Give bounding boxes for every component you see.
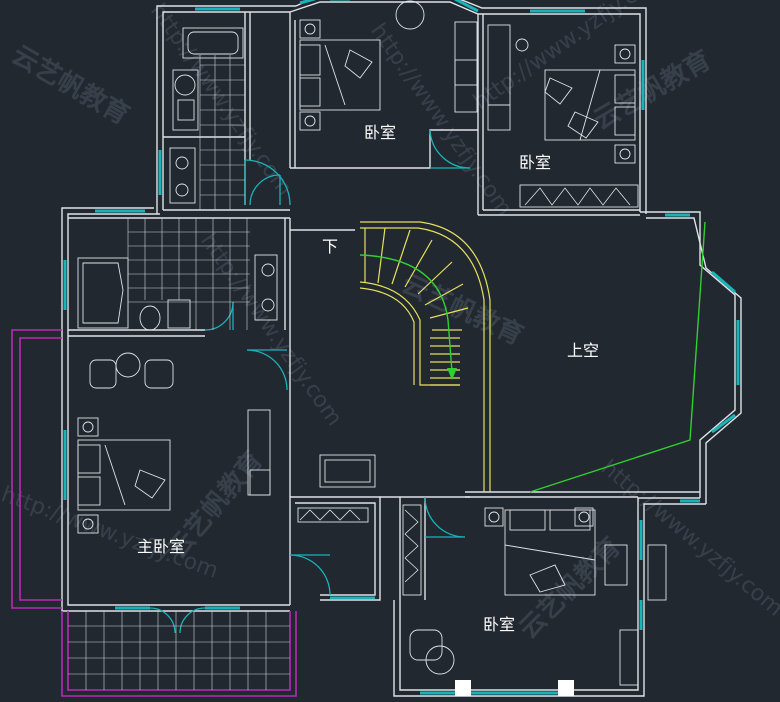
bed-top-right [487,24,639,208]
interior-walls [68,12,700,605]
label-bedroom-top-left: 卧室 [364,123,396,142]
label-void: 上空 [567,341,599,360]
label-stair-down: 下 [322,237,338,256]
watermark-url: http://www.yzfjy.com [596,455,780,621]
watermark-brand: 云艺帆教育 [513,531,627,645]
closets [297,454,422,596]
bed-top-left [299,0,478,131]
watermarks: http://www.yzfjy.com http://www.yzfjy.co… [0,0,780,645]
watermark-brand: 云艺帆教育 [588,44,716,136]
label-master-bedroom: 主卧室 [137,537,185,556]
bed-master [77,352,271,534]
void-outline [529,221,706,493]
balcony [11,329,297,697]
staircase [359,221,491,492]
label-bedroom-top-right: 卧室 [519,153,551,172]
watermark-brand: 云艺帆教育 [7,39,135,131]
bathroom-master [77,218,278,331]
watermark-url: http://www.yzfjy.com [195,229,347,431]
watermark-url: http://www.yzfjy.com [365,19,517,221]
room-labels: 卧室 卧室 上空 下 主卧室 卧室 [137,123,599,634]
doors [149,129,471,634]
bed-bottom-right [409,507,667,686]
bathroom-top [169,27,245,210]
label-bedroom-bottom-right: 卧室 [483,615,515,634]
windows [63,0,740,696]
